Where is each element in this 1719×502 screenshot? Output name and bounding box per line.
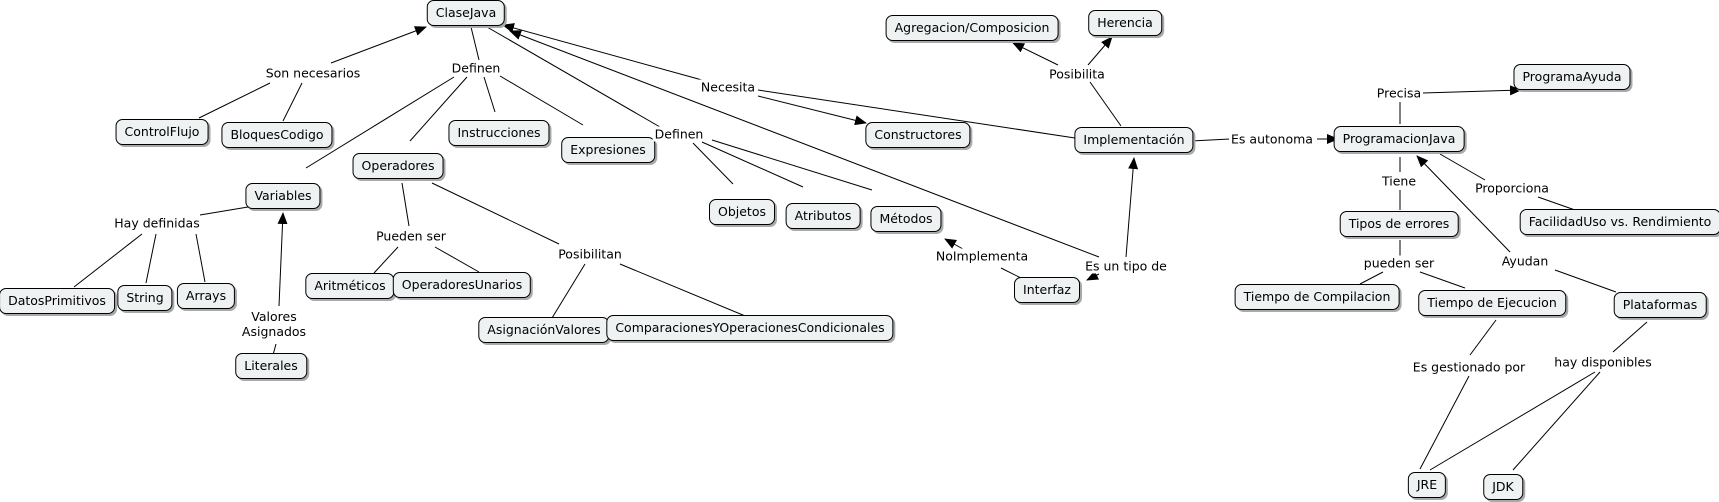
concept-programaayuda[interactable]: ProgramaAyuda: [1513, 64, 1631, 90]
concept-operadoresunarios[interactable]: OperadoresUnarios: [392, 272, 532, 298]
edge-line: [1087, 36, 1113, 66]
concept-constructores[interactable]: Constructores: [865, 122, 971, 148]
edge-line: [944, 238, 964, 250]
concept-datosprimitivos[interactable]: DatosPrimitivos: [0, 288, 115, 314]
concept-operadores[interactable]: Operadores: [352, 153, 444, 179]
edge-line: [499, 75, 584, 126]
link-hay-disponibles: hay disponibles: [1552, 354, 1654, 370]
link-es-autonoma: Es autonoma: [1229, 131, 1315, 147]
concept-agregacion[interactable]: Agregacion/Composicion: [885, 15, 1059, 41]
edge-line: [1612, 321, 1648, 353]
concept-controlflujo[interactable]: ControlFlujo: [115, 119, 209, 145]
edge-line: [711, 139, 873, 191]
concept-clasejava[interactable]: ClaseJava: [426, 0, 506, 26]
edge-line: [1439, 153, 1486, 181]
link-posibilitan: Posibilitan: [556, 246, 624, 262]
concept-tiposerrores[interactable]: Tipos de errores: [1339, 211, 1459, 237]
concept-instrucciones[interactable]: Instrucciones: [448, 120, 550, 146]
concept-facilidaduso[interactable]: FacilidadUso vs. Rendimiento: [1519, 209, 1719, 235]
concept-aritmeticos[interactable]: Aritméticos: [305, 273, 395, 299]
edge-line: [198, 82, 271, 119]
concept-herencia[interactable]: Herencia: [1088, 10, 1162, 36]
edge-line: [1359, 271, 1384, 285]
edge-line: [282, 82, 303, 122]
link-son-necesarios: Son necesarios: [263, 65, 363, 81]
edge-line: [373, 246, 399, 274]
edge-line: [277, 212, 288, 307]
link-tiene: Tiene: [1379, 173, 1419, 189]
concept-atributos[interactable]: Atributos: [785, 203, 861, 229]
edge-line: [1416, 155, 1511, 253]
concept-string[interactable]: String: [117, 285, 173, 311]
concept-implementacion[interactable]: Implementación: [1074, 127, 1194, 153]
concept-metodos[interactable]: Métodos: [870, 206, 942, 232]
edge-line: [483, 76, 496, 113]
edge-line: [1512, 371, 1601, 471]
link-noimplementa: NoImplementa: [933, 248, 1031, 264]
concept-jdk[interactable]: JDK: [1483, 474, 1523, 500]
link-valores-asignados: Valores Asignados: [239, 309, 309, 339]
edge-line: [551, 263, 586, 319]
link-proporciona: Proporciona: [1473, 180, 1551, 196]
concept-comparaciones[interactable]: ComparacionesYOperacionesCondicionales: [606, 315, 894, 341]
concept-expresiones[interactable]: Expresiones: [561, 137, 655, 163]
concept-plataformas[interactable]: Plataformas: [1613, 292, 1707, 318]
edge-line: [199, 206, 249, 216]
edge-line: [1554, 269, 1617, 293]
edge-line: [1419, 271, 1466, 289]
link-pueden-ser-2: pueden ser: [1361, 255, 1437, 271]
edge-line: [145, 233, 157, 284]
edge-line: [1537, 196, 1576, 211]
edge-line: [757, 95, 867, 126]
concept-asignacionvalores[interactable]: AsignaciónValores: [478, 317, 610, 343]
edge-line: [401, 182, 410, 227]
edge-line: [73, 233, 143, 288]
link-pueden-ser-1: Pueden ser: [374, 228, 448, 244]
link-necesita: Necesita: [698, 79, 758, 95]
concept-jre[interactable]: JRE: [1407, 472, 1447, 498]
concept-arrays[interactable]: Arrays: [176, 283, 236, 309]
edge-line: [1012, 42, 1059, 66]
concept-interfaz[interactable]: Interfaz: [1014, 277, 1080, 303]
edge-line: [1469, 319, 1497, 356]
edge-line: [330, 26, 427, 64]
edge-line: [619, 263, 751, 319]
edge-line: [701, 141, 804, 188]
edge-line: [1422, 85, 1522, 96]
edge-line: [1429, 371, 1596, 471]
concept-objetos[interactable]: Objetos: [709, 199, 775, 225]
link-definen-1: Definen: [449, 60, 503, 76]
edge-line: [486, 26, 661, 128]
edge-line: [1086, 270, 1100, 281]
edge-line: [409, 76, 468, 142]
concept-programacionjava[interactable]: ProgramacionJava: [1333, 126, 1465, 152]
link-definen-2: Definen: [652, 126, 706, 142]
edge-line: [509, 30, 1100, 258]
edge-line: [305, 76, 455, 169]
edge-line: [1190, 138, 1231, 142]
link-precisa: Precisa: [1374, 85, 1424, 101]
edge-line: [757, 89, 1076, 139]
edge-line: [1125, 157, 1139, 258]
edge-line: [434, 246, 480, 273]
concept-literales[interactable]: Literales: [235, 353, 307, 379]
link-es-un-tipo-de: Es un tipo de: [1083, 258, 1169, 274]
edge-line: [431, 182, 560, 245]
link-hay-definidas: Hay definidas: [112, 215, 202, 231]
concept-tiempocompilacion[interactable]: Tiempo de Compilacion: [1234, 284, 1400, 310]
link-ayudan: Ayudan: [1499, 253, 1551, 269]
edge-line: [1419, 375, 1470, 470]
edge-line: [1089, 81, 1122, 127]
concept-tiempoejecucion[interactable]: Tiempo de Ejecucion: [1418, 290, 1566, 316]
edge-line: [692, 142, 734, 185]
link-posibilita: Posibilita: [1047, 66, 1107, 82]
link-es-gestionado-por: Es gestionado por: [1410, 359, 1528, 375]
edge-line: [470, 26, 480, 61]
edge-line: [195, 233, 206, 283]
concept-variables[interactable]: Variables: [245, 183, 321, 209]
concept-bloquescodigo[interactable]: BloquesCodigo: [221, 122, 333, 148]
edge-line: [502, 23, 703, 81]
